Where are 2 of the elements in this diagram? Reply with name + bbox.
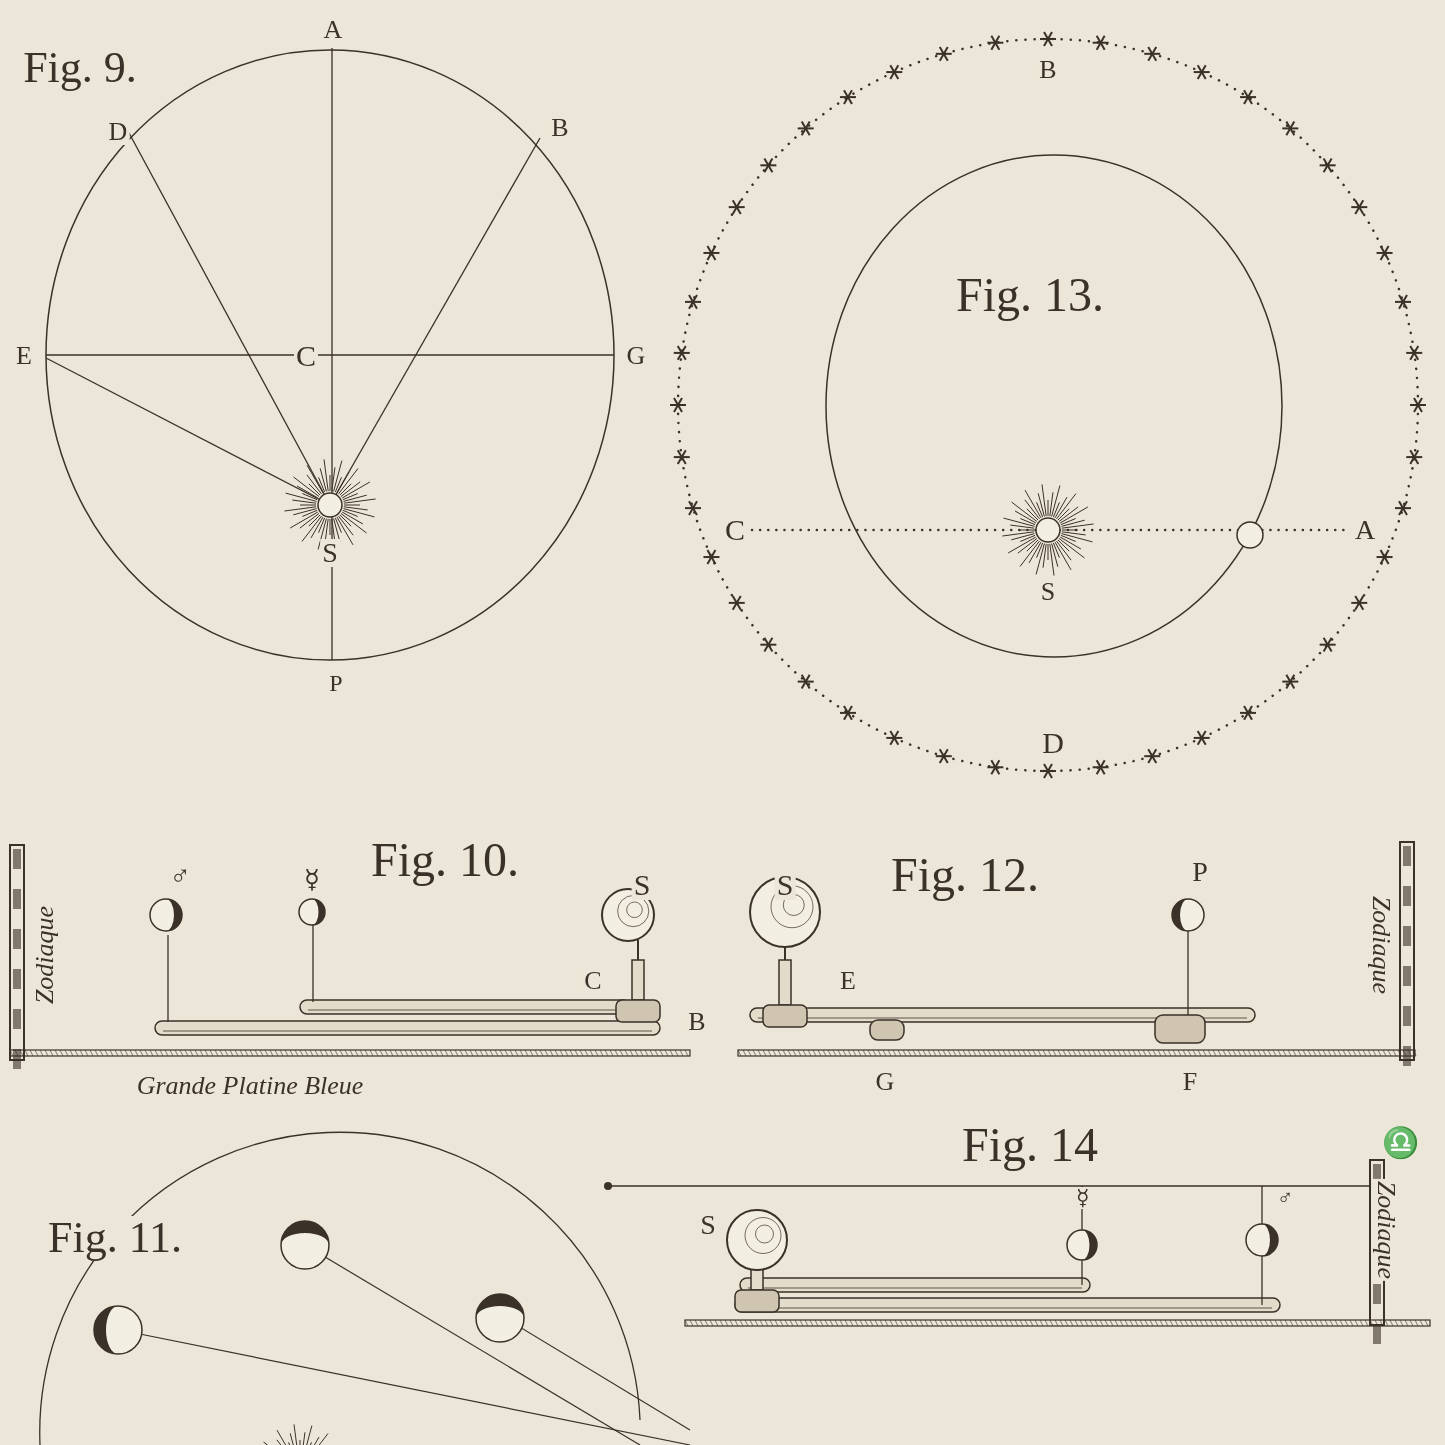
point-label: D: [106, 119, 130, 145]
point-label: S: [320, 539, 340, 567]
